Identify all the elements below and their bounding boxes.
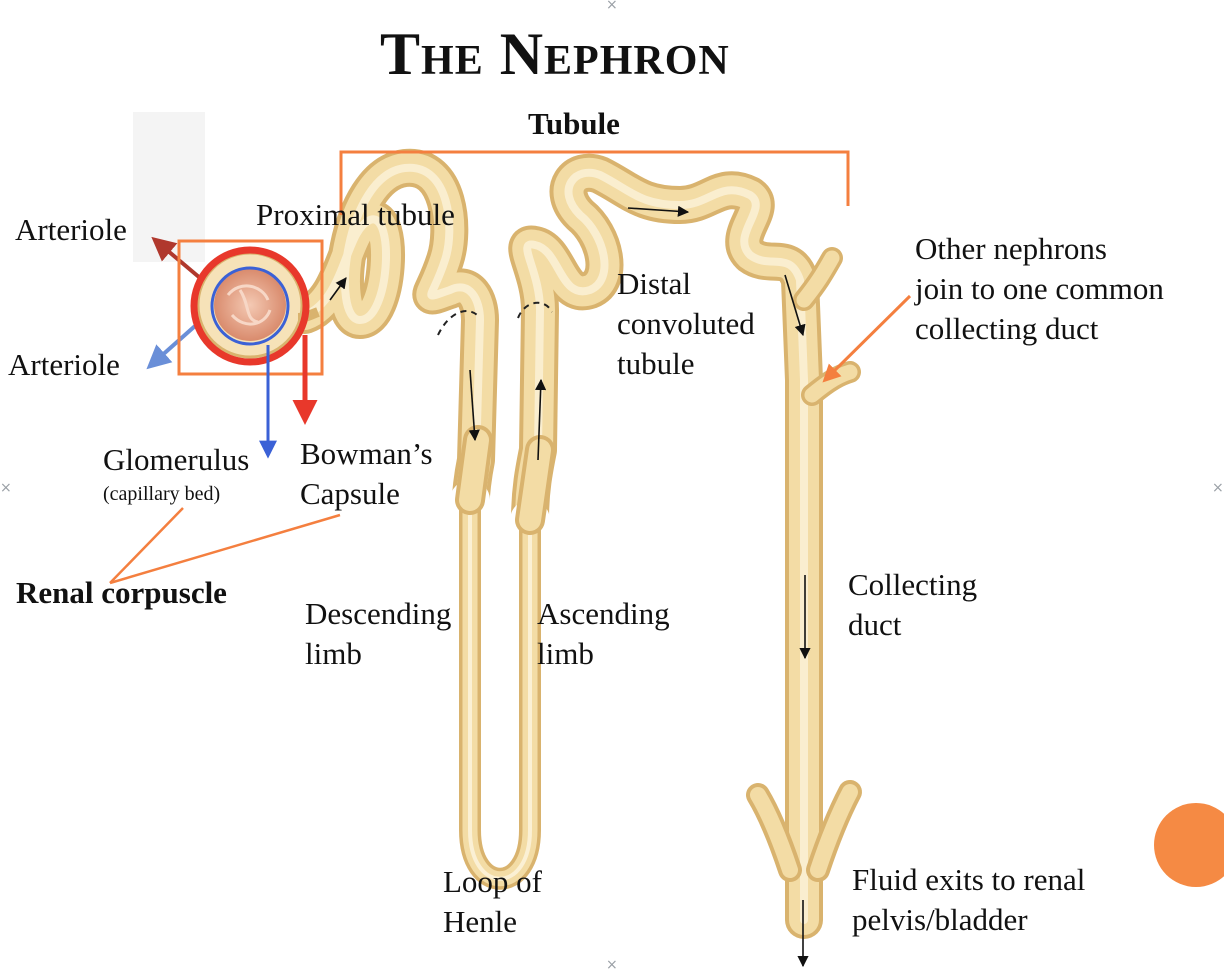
label-distal-tubule: Distal convoluted tubule: [617, 264, 755, 384]
label-distal-line-2: convoluted: [617, 306, 755, 341]
label-other-nephrons-line-2: join to one common: [915, 271, 1164, 306]
label-ascending-line-2: limb: [537, 636, 594, 671]
label-distal-line-3: tubule: [617, 346, 695, 381]
label-collecting-line-2: duct: [848, 607, 902, 642]
label-arteriole-top: Arteriole: [15, 212, 127, 247]
renal-corpuscle-connector-capsule: [109, 513, 341, 585]
label-bowmans-line-2: Capsule: [300, 476, 400, 511]
glomerulus-shape: [214, 269, 286, 341]
renal-corpuscle-box: [177, 239, 324, 376]
label-fluid-exits-line-2: pelvis/bladder: [852, 902, 1028, 937]
label-tubule: Tubule: [528, 106, 620, 141]
page-title: The Nephron: [380, 21, 730, 87]
corner-mark-top: ×: [606, 0, 618, 13]
glomerulus-outline: [210, 266, 290, 346]
label-loop-of-henle: Loop of Henle: [443, 862, 542, 942]
label-collecting-line-1: Collecting: [848, 567, 978, 602]
label-arteriole-bottom: Arteriole: [8, 347, 120, 382]
label-bowmans-line-1: Bowman’s: [300, 436, 433, 471]
other-nephrons-pointer: [822, 294, 912, 383]
flow-arrow-distal: [627, 205, 690, 217]
renal-corpuscle-connector-glomerulus: [109, 507, 184, 584]
label-renal-corpuscle: Renal corpuscle: [16, 575, 227, 610]
slide-accent-circle: [1154, 803, 1224, 887]
label-loop-line-1: Loop of: [443, 864, 543, 899]
label-capillary-bed: (capillary bed): [103, 483, 221, 505]
label-fluid-exits-line-1: Fluid exits to renal: [852, 862, 1086, 897]
renal-corpuscle-illustration: [146, 236, 324, 459]
flow-arrow-ascending: [535, 378, 547, 461]
tubule-bracket: [339, 150, 850, 215]
label-ascending-limb: Ascending limb: [537, 594, 670, 674]
flow-arrow-proximal: [329, 277, 347, 301]
label-fluid-exits: Fluid exits to renal pelvis/bladder: [852, 860, 1085, 940]
nephron-tubule: [286, 168, 862, 939]
label-glomerulus: Glomerulus: [103, 442, 250, 477]
corner-mark-right: ×: [1212, 480, 1224, 496]
label-collecting-duct: Collecting duct: [848, 565, 977, 645]
label-distal-line-1: Distal: [617, 266, 692, 301]
label-descending-line-1: Descending: [305, 596, 452, 631]
bowmans-capsule-outline: [190, 246, 310, 366]
label-bowmans-capsule: Bowman’s Capsule: [300, 434, 433, 514]
boundary-ascending-distal: [517, 302, 553, 319]
flow-arrows: [329, 205, 811, 968]
label-loop-line-2: Henle: [443, 904, 518, 939]
label-proximal-tubule: Proximal tubule: [256, 197, 455, 232]
label-descending-line-2: limb: [305, 636, 362, 671]
corner-mark-bottom: ×: [606, 957, 618, 973]
corner-mark-left: ×: [0, 480, 12, 496]
label-other-nephrons-line-3: collecting duct: [915, 311, 1099, 346]
label-other-nephrons: Other nephrons join to one common collec…: [915, 229, 1164, 349]
label-ascending-line-1: Ascending: [537, 596, 670, 631]
label-descending-limb: Descending limb: [305, 594, 451, 674]
flow-arrow-descending: [468, 369, 480, 442]
label-other-nephrons-line-1: Other nephrons: [915, 231, 1107, 266]
flow-arrow-duct-top: [784, 274, 806, 337]
